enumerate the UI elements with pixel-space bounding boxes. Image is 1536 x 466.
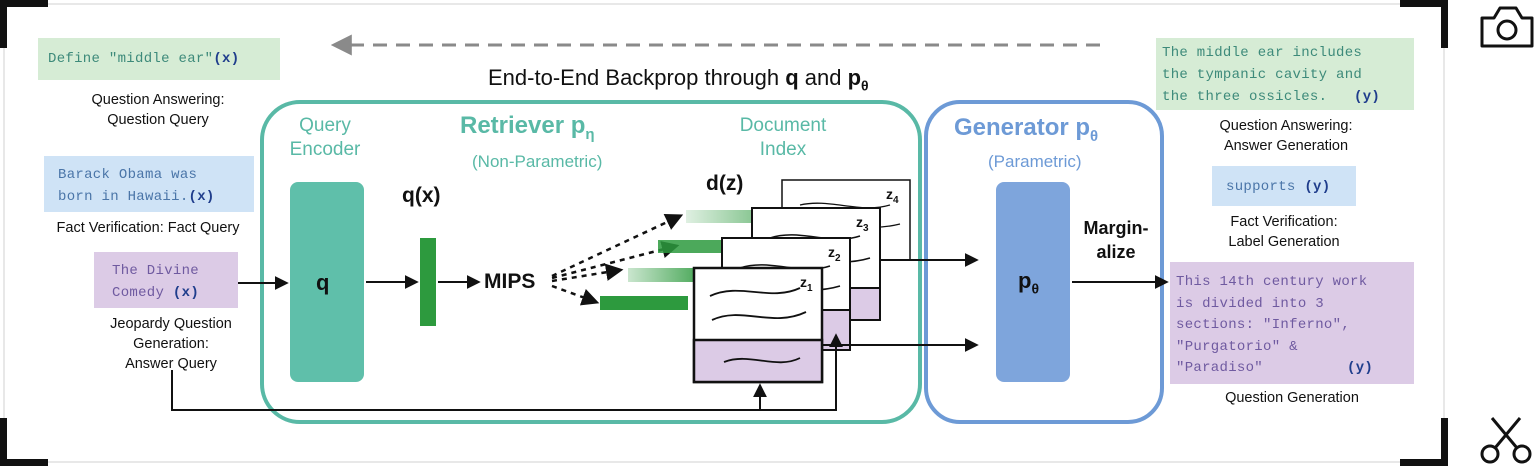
crop-handle-top-right-v[interactable] bbox=[1441, 0, 1448, 48]
backprop-title: End-to-End Backprop through q and pθ bbox=[488, 65, 869, 94]
jeopardy-answer-caption: Question Generation bbox=[1225, 390, 1359, 406]
qx-label: q(x) bbox=[402, 184, 441, 207]
fact-label-caption: Fact Verification: Label Generation bbox=[1228, 214, 1340, 250]
retriever-subtitle: (Non-Parametric) bbox=[472, 152, 603, 171]
doc-label-z1: z1 bbox=[800, 274, 813, 294]
document-index-label: Document Index bbox=[739, 115, 827, 160]
query-encoder-block bbox=[290, 182, 364, 382]
scissors-icon[interactable] bbox=[1476, 412, 1536, 466]
dz-label: d(z) bbox=[706, 172, 744, 195]
crop-handle-bottom-right[interactable] bbox=[1400, 459, 1448, 466]
generator-box-label: pθ bbox=[1018, 268, 1040, 297]
fact-label-text: supports (y) bbox=[1226, 176, 1331, 198]
doc-vector-2 bbox=[628, 268, 698, 282]
generator-block bbox=[996, 182, 1070, 382]
doc-label-z2: z2 bbox=[828, 244, 841, 264]
doc-label-z3: z3 bbox=[856, 214, 869, 234]
qa-query-caption: Question Answering: Question Query bbox=[91, 92, 225, 128]
camera-icon[interactable] bbox=[1476, 0, 1536, 52]
qa-answer-text: The middle ear includes the tympanic cav… bbox=[1162, 42, 1410, 108]
generator-title: Generator pθ bbox=[954, 114, 1099, 145]
fact-query-caption: Fact Verification: Fact Query bbox=[56, 220, 240, 236]
crop-handle-top-right[interactable] bbox=[1400, 0, 1448, 7]
jeopardy-query-caption: Jeopardy Question Generation: Answer Que… bbox=[110, 316, 232, 372]
crop-frame-border bbox=[3, 3, 1445, 463]
retriever-title: Retriever pη bbox=[460, 112, 595, 143]
crop-handle-bottom-left-v[interactable] bbox=[0, 418, 7, 466]
qa-query-text: Define "middle ear"(x) bbox=[48, 48, 240, 70]
query-encoder-label: Query Encoder bbox=[289, 115, 361, 160]
retriever-container bbox=[260, 100, 922, 424]
crop-handle-top-left[interactable] bbox=[0, 0, 48, 7]
doc-vector-4 bbox=[686, 210, 752, 223]
doc-z1 bbox=[692, 266, 824, 384]
crop-handle-bottom-left[interactable] bbox=[0, 459, 48, 466]
doc-label-z4: z4 bbox=[886, 186, 899, 206]
query-vector bbox=[420, 238, 436, 326]
crop-handle-top-left-v[interactable] bbox=[0, 0, 7, 48]
mips-label: MIPS bbox=[484, 270, 536, 293]
jeopardy-answer-text: This 14th century work is divided into 3… bbox=[1176, 272, 1410, 380]
jeopardy-query-text: The Divine Comedy (x) bbox=[112, 260, 236, 304]
crop-handle-bottom-right-v[interactable] bbox=[1441, 418, 1448, 466]
qa-answer-caption: Question Answering: Answer Generation bbox=[1219, 118, 1353, 154]
generator-subtitle: (Parametric) bbox=[988, 152, 1082, 171]
doc-vector-3 bbox=[658, 240, 728, 253]
doc-vector-1 bbox=[600, 296, 688, 310]
generator-container bbox=[924, 100, 1164, 424]
marginalize-label: Margin- alize bbox=[1083, 218, 1149, 262]
encoder-box-label: q bbox=[316, 270, 330, 295]
fact-query-text: Barack Obama was born in Hawaii.(x) bbox=[58, 164, 252, 208]
